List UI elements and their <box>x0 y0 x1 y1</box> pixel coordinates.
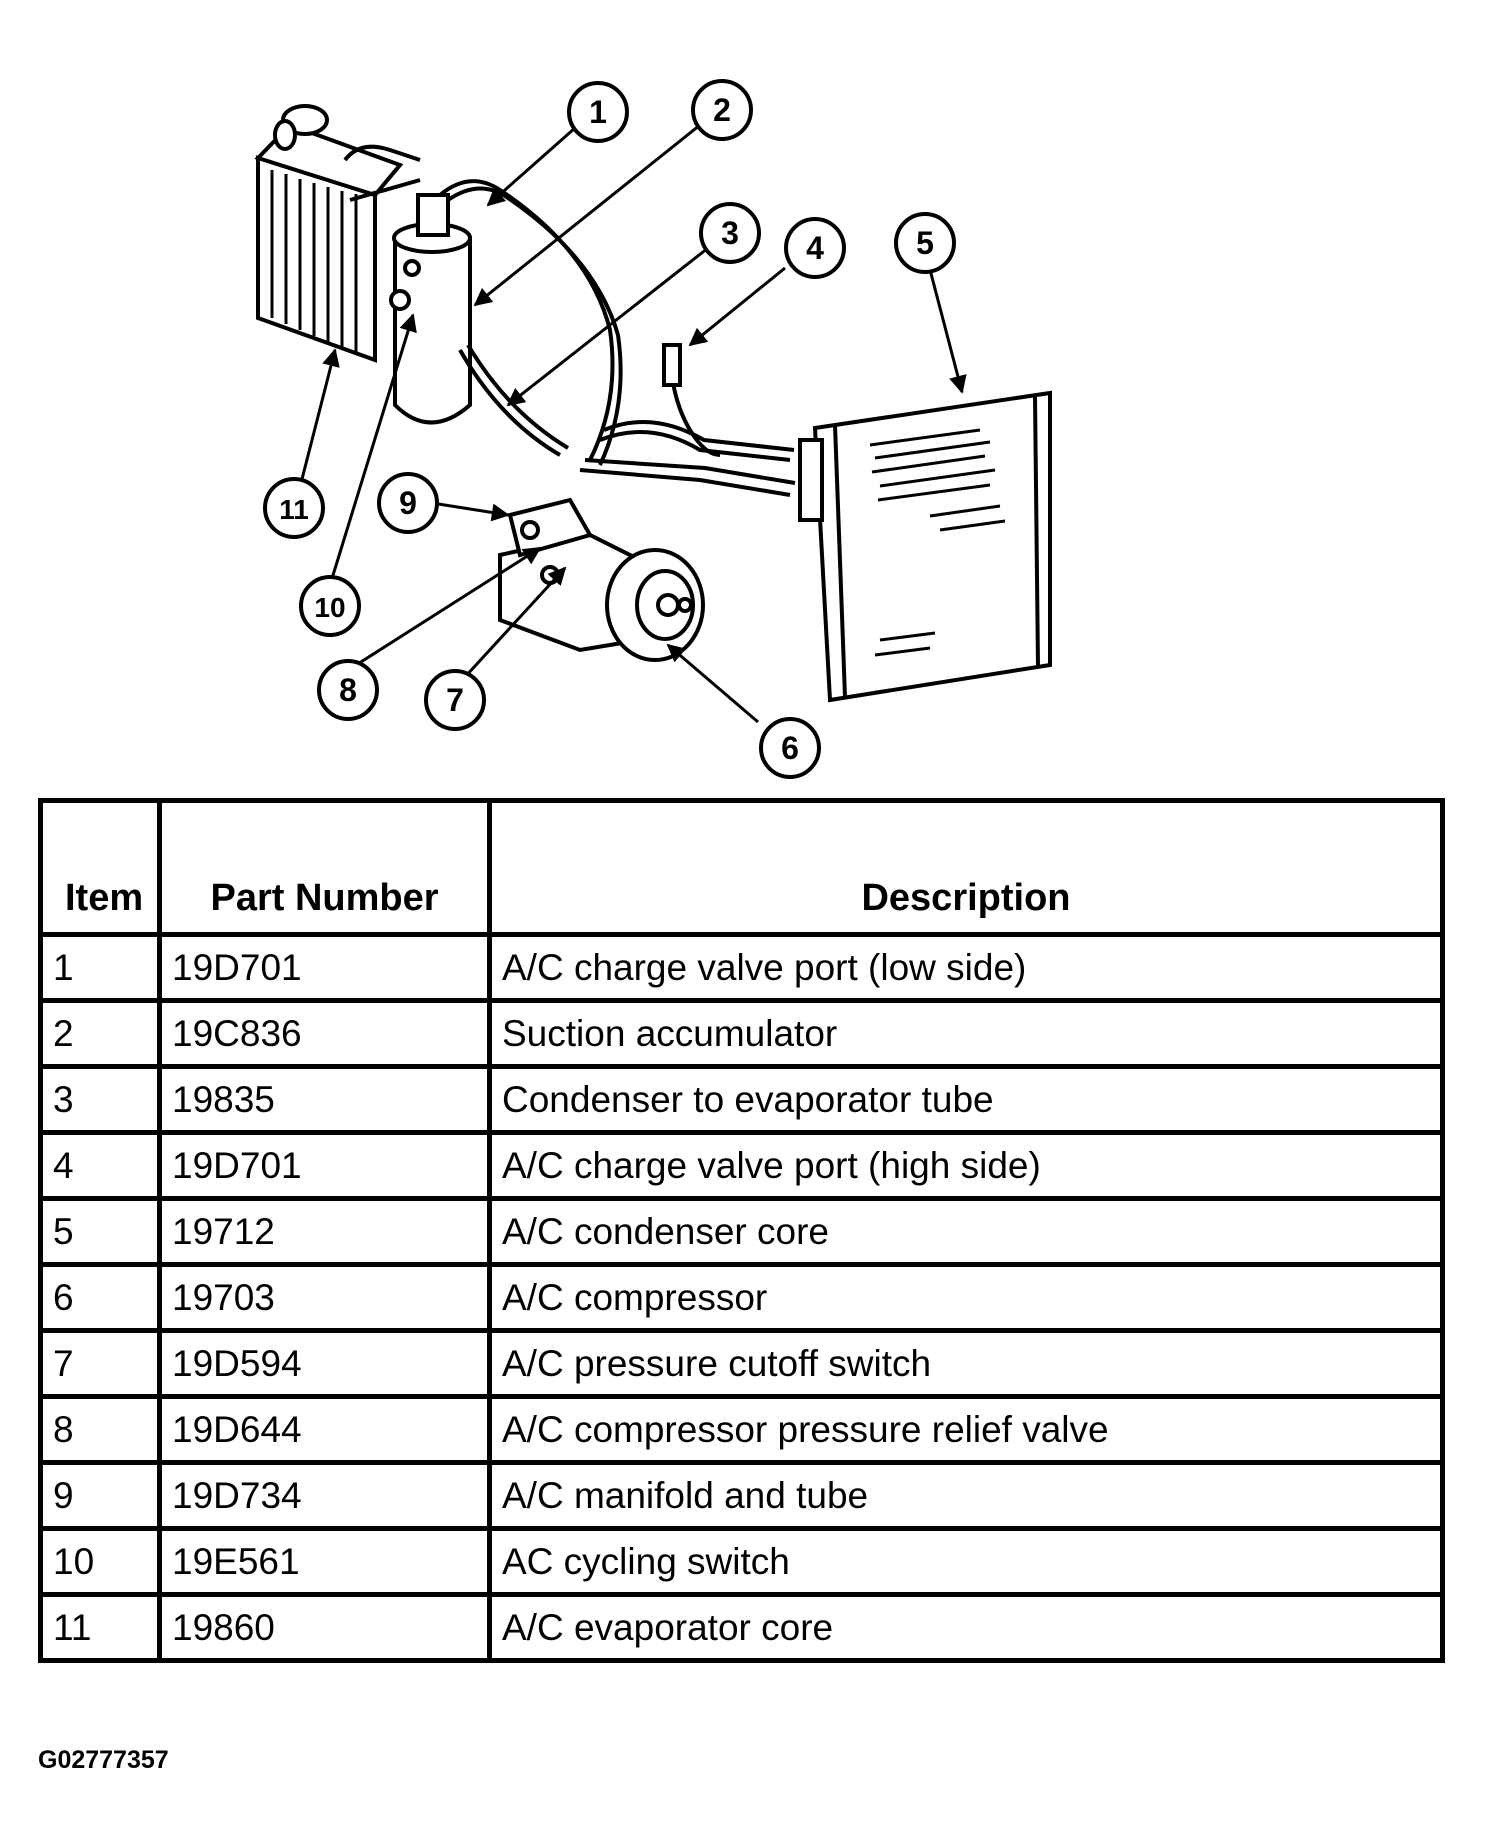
cell-part-number: 19703 <box>157 1262 492 1333</box>
cell-part-number: 19C836 <box>157 998 492 1069</box>
cell-item: 11 <box>38 1592 162 1663</box>
cell-item: 8 <box>38 1394 162 1465</box>
callout-11: 11 <box>263 477 325 539</box>
header-description: Description <box>487 798 1445 937</box>
leader-lines <box>298 123 967 724</box>
svg-text:10: 10 <box>314 592 345 623</box>
cell-part-number: 19D734 <box>157 1460 492 1531</box>
callout-2: 2 <box>691 79 753 141</box>
cell-part-number: 19712 <box>157 1196 492 1267</box>
cell-description: A/C manifold and tube <box>487 1460 1445 1531</box>
svg-text:8: 8 <box>339 672 357 708</box>
cell-part-number: 19D594 <box>157 1328 492 1399</box>
callout-10: 10 <box>299 575 361 637</box>
svg-text:5: 5 <box>916 225 934 261</box>
cell-part-number: 19D701 <box>157 1130 492 1201</box>
svg-text:9: 9 <box>399 485 417 521</box>
cell-item: 5 <box>38 1196 162 1267</box>
callout-8: 8 <box>317 659 379 721</box>
cell-part-number: 19860 <box>157 1592 492 1663</box>
cell-description: A/C compressor <box>487 1262 1445 1333</box>
table-header-row: Item Part Number Description <box>38 798 1445 937</box>
cell-item: 9 <box>38 1460 162 1531</box>
compressor <box>498 497 705 662</box>
svg-text:1: 1 <box>589 94 607 130</box>
callout-7: 7 <box>424 669 486 731</box>
figure-id: G02777357 <box>38 1746 169 1774</box>
cell-item: 10 <box>38 1526 162 1597</box>
cell-description: A/C pressure cutoff switch <box>487 1328 1445 1399</box>
cell-description: A/C condenser core <box>487 1196 1445 1267</box>
cell-description: A/C charge valve port (low side) <box>487 932 1445 1003</box>
cell-part-number: 19D644 <box>157 1394 492 1465</box>
svg-text:7: 7 <box>446 682 464 718</box>
callout-9: 9 <box>377 472 439 534</box>
cell-description: AC cycling switch <box>487 1526 1445 1597</box>
callout-3: 3 <box>699 202 761 264</box>
header-item: Item <box>38 798 162 937</box>
evaporator-core <box>254 104 421 363</box>
cell-description: Condenser to evaporator tube <box>487 1064 1445 1135</box>
cell-description: A/C compressor pressure relief valve <box>487 1394 1445 1465</box>
svg-text:6: 6 <box>781 730 799 766</box>
svg-text:2: 2 <box>713 92 731 128</box>
callout-5: 5 <box>894 212 956 274</box>
cell-item: 2 <box>38 998 162 1069</box>
cell-description: Suction accumulator <box>487 998 1445 1069</box>
svg-text:4: 4 <box>806 230 824 266</box>
header-part-number: Part Number <box>157 798 492 937</box>
cell-item: 6 <box>38 1262 162 1333</box>
cell-description: A/C evaporator core <box>487 1592 1445 1663</box>
cell-item: 3 <box>38 1064 162 1135</box>
callout-1: 1 <box>567 81 629 143</box>
cell-item: 1 <box>38 932 162 1003</box>
callout-6: 6 <box>759 717 821 779</box>
callout-4: 4 <box>784 217 846 279</box>
ac-system-diagram: 1 2 3 4 5 6 7 8 9 10 11 <box>254 79 1052 779</box>
svg-text:11: 11 <box>279 494 309 525</box>
cell-item: 7 <box>38 1328 162 1399</box>
svg-text:3: 3 <box>721 215 739 251</box>
cell-part-number: 19D701 <box>157 932 492 1003</box>
cell-part-number: 19835 <box>157 1064 492 1135</box>
condenser-core <box>798 390 1052 703</box>
cell-part-number: 19E561 <box>157 1526 492 1597</box>
cell-description: A/C charge valve port (high side) <box>487 1130 1445 1201</box>
cell-item: 4 <box>38 1130 162 1201</box>
suction-accumulator <box>389 193 472 425</box>
